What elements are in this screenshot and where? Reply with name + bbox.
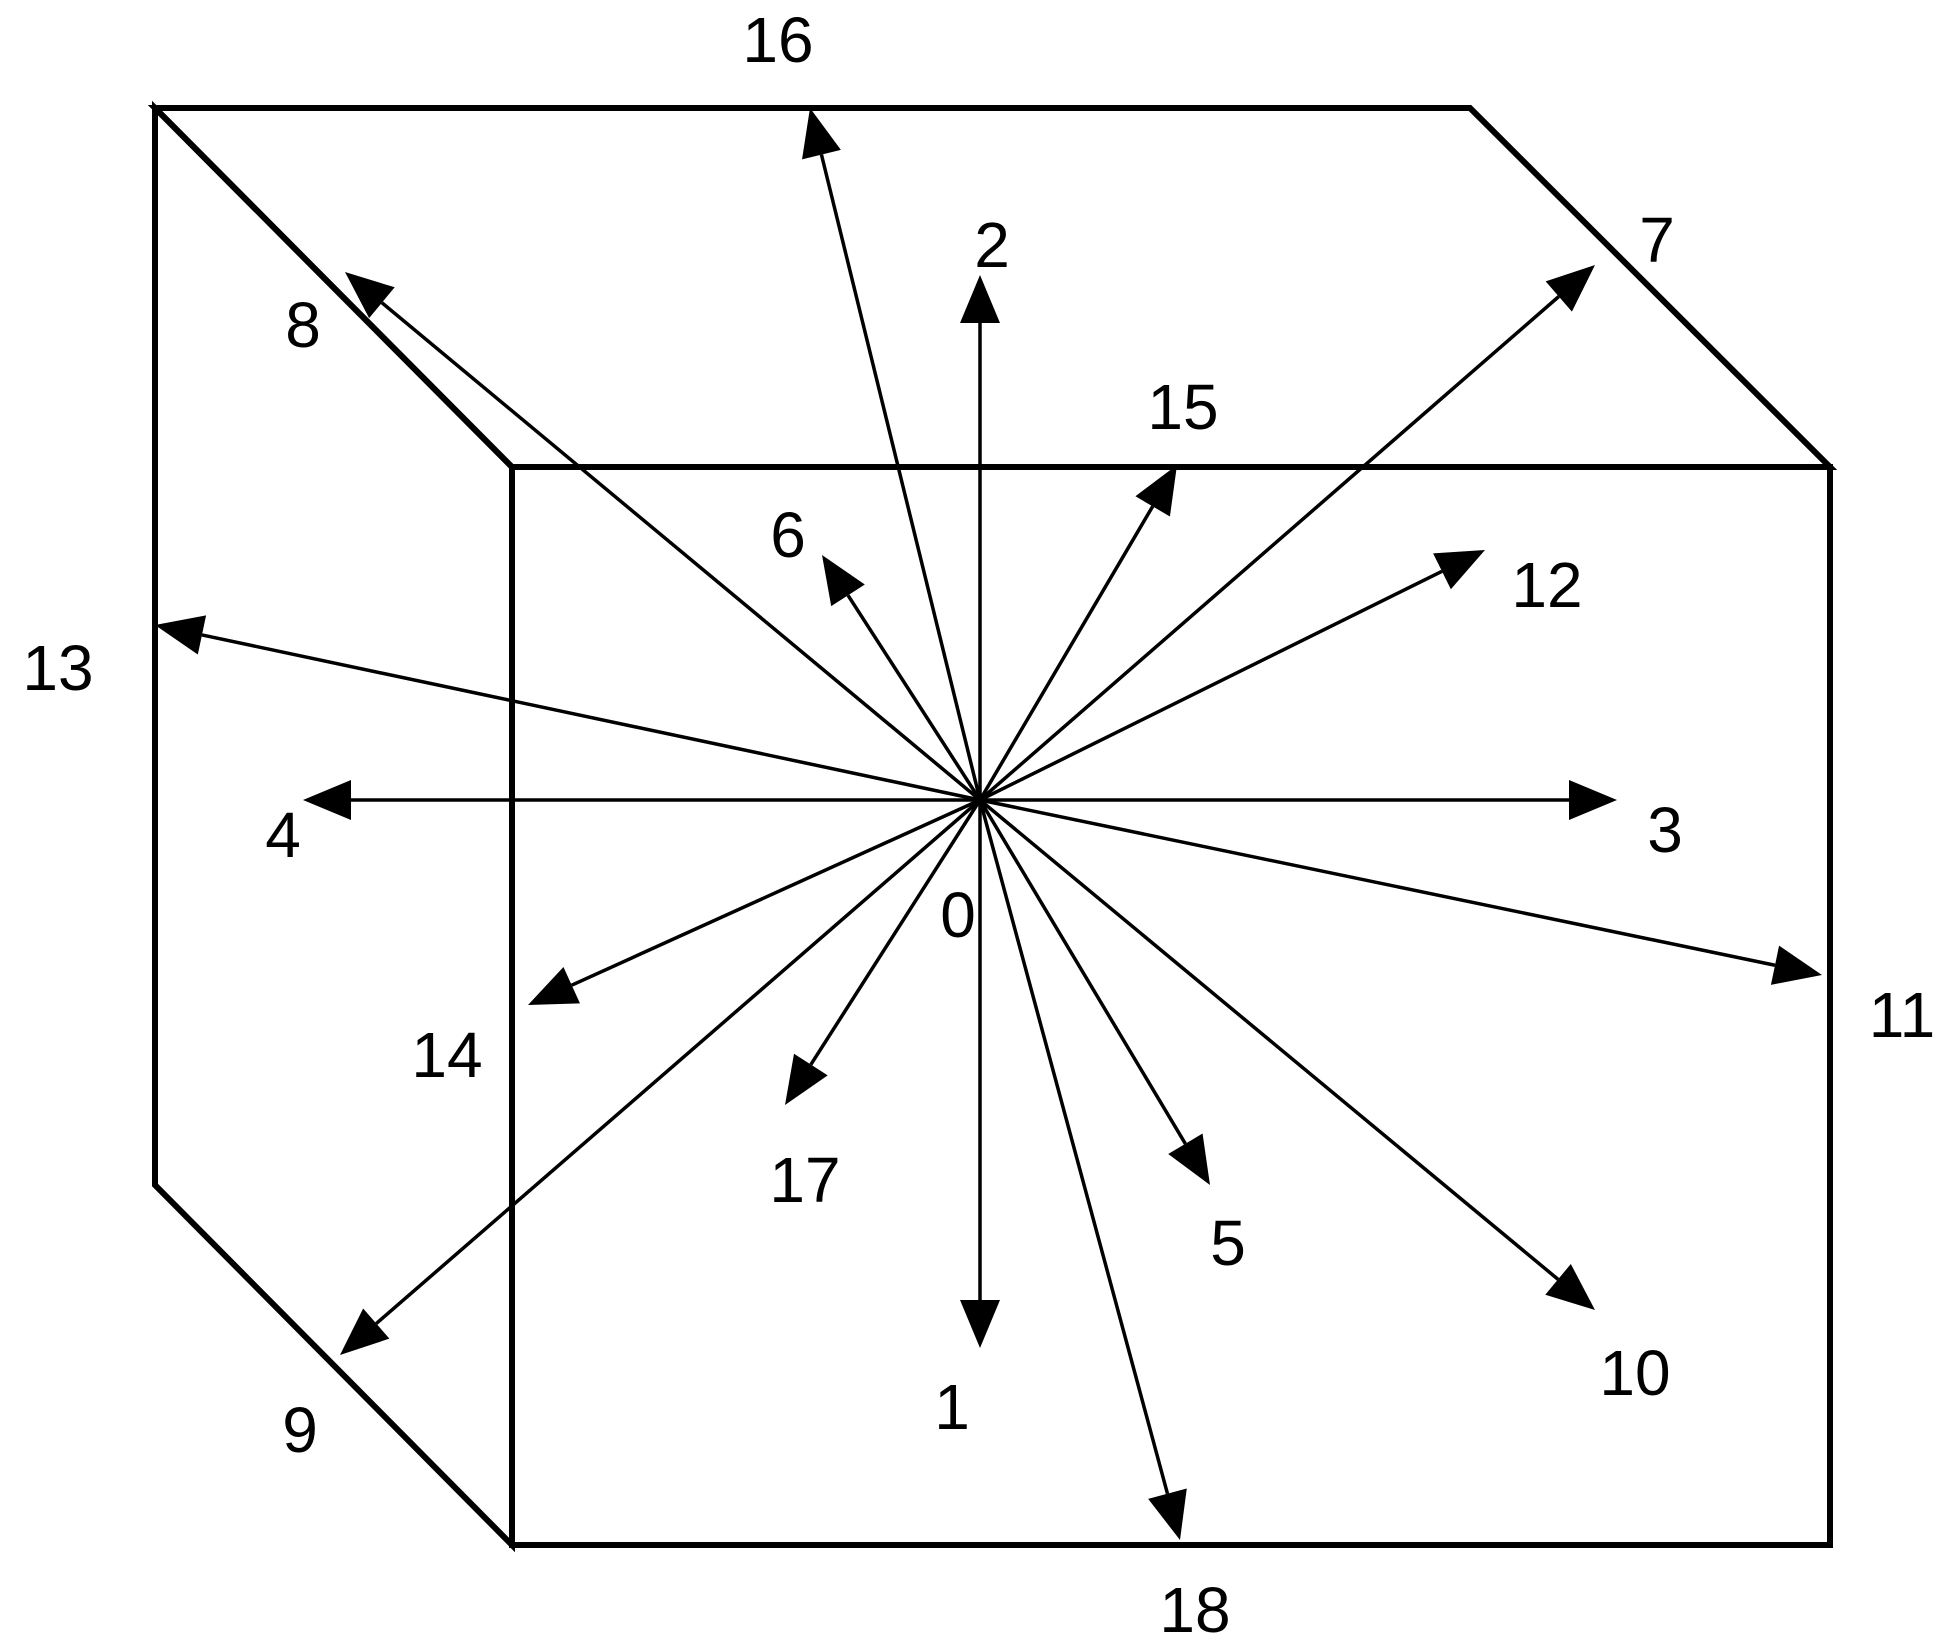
arrow-head-15	[1135, 465, 1177, 517]
arrow-line-11	[979, 798, 1776, 967]
arrow-head-14	[528, 966, 580, 1005]
label-14: 14	[411, 1019, 482, 1091]
label-18: 18	[1159, 1574, 1230, 1646]
arrow-head-4	[303, 780, 351, 820]
label-9: 9	[282, 1394, 318, 1466]
arrow-line-18	[978, 799, 1170, 1495]
arrow-line-8	[380, 301, 982, 802]
arrow-line-9	[375, 798, 982, 1325]
cube-left-face	[152, 100, 515, 1553]
label-2: 2	[974, 209, 1010, 281]
direction-labels: 0 1 2 3 4 5 6 7 8 9 10 11 12 13 14 15 16…	[22, 4, 1935, 1646]
label-11: 11	[1869, 979, 1935, 1051]
arrow-line-6	[846, 594, 982, 801]
center-point	[974, 794, 986, 806]
label-15: 15	[1147, 371, 1218, 443]
label-8: 8	[285, 289, 321, 361]
arrow-head-10	[1545, 1263, 1595, 1310]
velocity-arrows	[155, 108, 1822, 1540]
arrow-line-7	[978, 295, 1560, 802]
arrow-line-13	[201, 633, 981, 802]
arrow-head-12	[1433, 550, 1485, 590]
arrow-line-16	[819, 154, 982, 801]
arrow-head-11	[1770, 945, 1822, 985]
arrow-head-1	[960, 1300, 1000, 1348]
label-1: 1	[934, 1371, 970, 1443]
arrow-head-2	[960, 275, 1000, 323]
label-13: 13	[22, 632, 93, 704]
arrow-head-9	[340, 1308, 390, 1355]
arrow-line-15	[978, 505, 1155, 801]
arrow-head-6	[822, 555, 865, 607]
arrow-head-17	[785, 1053, 828, 1105]
arrow-line-12	[979, 569, 1443, 802]
cube-outline	[147, 100, 1838, 1553]
arrow-head-5	[1168, 1133, 1210, 1185]
label-10: 10	[1599, 1337, 1670, 1409]
label-12: 12	[1511, 549, 1582, 621]
arrow-line-17	[809, 799, 982, 1066]
label-17: 17	[769, 1144, 840, 1216]
arrow-line-5	[978, 799, 1187, 1145]
arrow-head-8	[345, 272, 395, 319]
arrow-head-3	[1569, 780, 1617, 820]
arrow-line-14	[570, 798, 981, 987]
arrow-head-18	[1148, 1488, 1187, 1540]
label-5: 5	[1210, 1207, 1246, 1279]
label-16: 16	[742, 4, 813, 76]
arrow-head-13	[155, 615, 207, 655]
arrow-head-16	[802, 108, 841, 160]
label-6: 6	[770, 499, 806, 571]
label-4: 4	[265, 799, 301, 871]
label-7: 7	[1639, 204, 1675, 276]
arrow-line-10	[978, 798, 1560, 1281]
label-3: 3	[1647, 794, 1683, 866]
arrow-head-7	[1545, 265, 1595, 312]
label-center: 0	[940, 879, 976, 951]
